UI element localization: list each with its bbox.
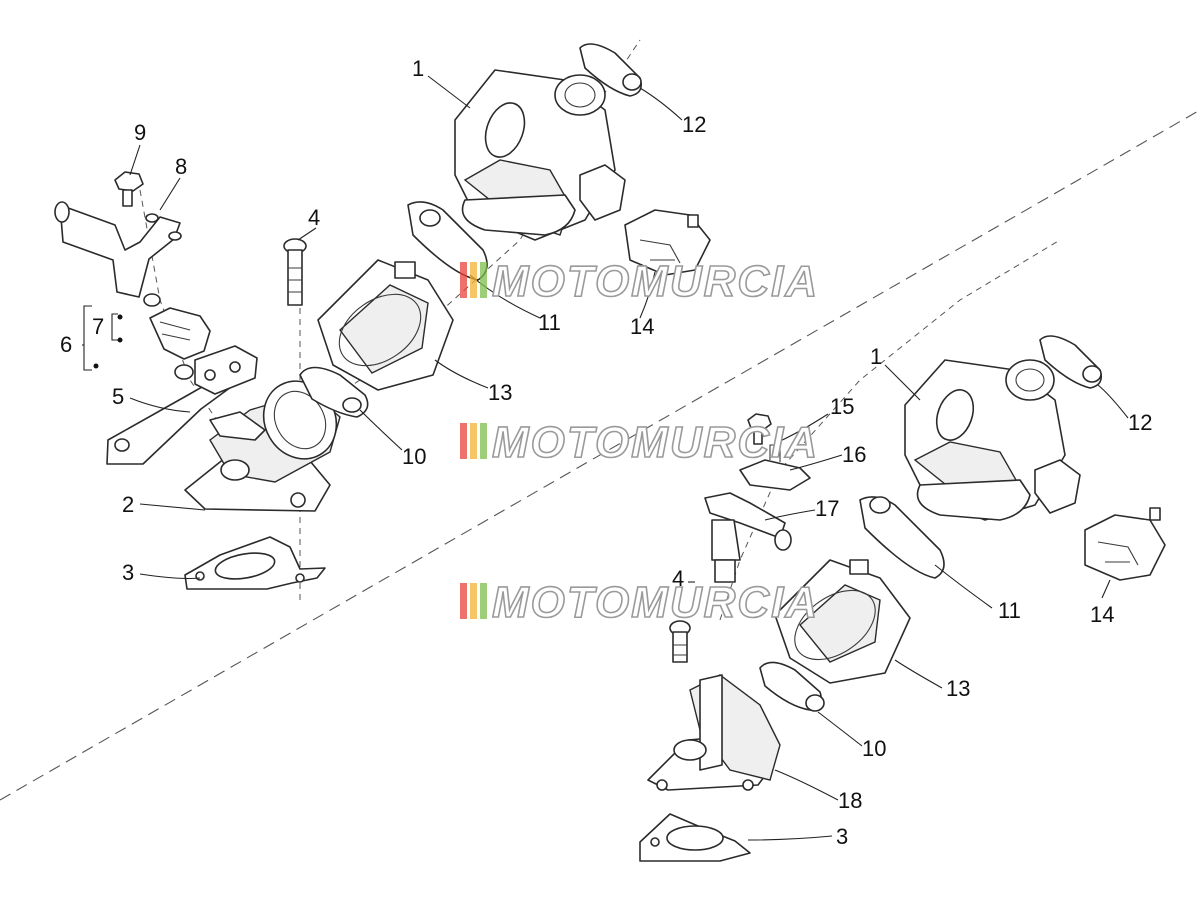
callout-labels: 1 9 8 4 7 6 5 2 3 10 11 13 12 14 1 12 15… <box>60 56 1152 849</box>
part-10-clamp-right <box>759 661 825 712</box>
callout-3-left: 3 <box>122 560 134 585</box>
callout-13-left: 13 <box>488 380 512 405</box>
watermark-text: MOTOMURCIA <box>492 418 819 467</box>
callout-4-right: 4 <box>672 566 684 591</box>
watermark-2: MOTOMURCIA <box>460 417 819 468</box>
watermark-text: MOTOMURCIA <box>492 257 819 306</box>
callout-14-left: 14 <box>630 314 654 339</box>
part-16-bracket <box>739 444 811 491</box>
part-13-adapter-right <box>774 559 911 684</box>
callout-1-left: 1 <box>412 56 424 81</box>
callout-12-left: 12 <box>682 112 706 137</box>
watermark-text: MOTOMURCIA <box>492 578 819 627</box>
callout-11-right: 11 <box>998 598 1021 623</box>
watermark-logo-icon <box>460 583 487 619</box>
callout-12-right: 12 <box>1128 410 1152 435</box>
part-4-screw <box>283 238 307 306</box>
callout-2-left: 2 <box>122 492 134 517</box>
callout-11-left: 11 <box>538 310 561 335</box>
part-12-clamp-right <box>1039 335 1103 389</box>
part-8-bracket <box>54 201 182 298</box>
callout-17-right: 17 <box>815 496 839 521</box>
callout-9-left: 9 <box>134 120 146 145</box>
callout-4-left: 4 <box>308 205 320 230</box>
part-3-gasket-right <box>639 813 751 862</box>
part-3-gasket <box>184 536 326 590</box>
watermark-logo-icon <box>460 262 487 298</box>
callout-10-right: 10 <box>862 736 886 761</box>
callout-6-left: 6 <box>60 332 72 357</box>
part-13-adapter <box>317 259 454 391</box>
part-4-screw-right <box>669 620 691 663</box>
part-11-clamp-right <box>859 496 945 579</box>
watermark-3: MOTOMURCIA <box>460 577 819 628</box>
part-5-plate <box>194 345 258 395</box>
part-5-arm <box>106 374 232 465</box>
callout-7-left: 7 <box>92 314 104 339</box>
part-15-bolt <box>747 413 772 445</box>
part-7-sensor <box>143 293 211 360</box>
callout-18-right: 18 <box>838 788 862 813</box>
watermark-1: MOTOMURCIA <box>460 256 819 307</box>
part-12-clamp <box>579 43 643 97</box>
part-14-cap-right <box>1084 507 1166 581</box>
part-1-throttle-body <box>454 69 626 241</box>
callout-1-right: 1 <box>870 344 882 369</box>
part-2-intake-manifold <box>184 380 341 512</box>
callout-13-right: 13 <box>946 676 970 701</box>
bracket-6-7 <box>83 305 118 371</box>
separator-dashed-line <box>0 109 1200 801</box>
leader-lines <box>82 75 1129 841</box>
part-9-bolt <box>114 171 144 207</box>
callout-8-left: 8 <box>175 154 187 179</box>
part-6-oring <box>174 364 194 380</box>
part-1-throttle-body-right <box>904 359 1081 521</box>
callout-10-left: 10 <box>402 444 426 469</box>
part-14-cap <box>624 209 711 276</box>
callout-15-right: 15 <box>830 394 854 419</box>
part-18-intake <box>647 674 781 791</box>
callout-5-left: 5 <box>112 384 124 409</box>
assembly-axis-right <box>719 239 1061 621</box>
callout-14-right: 14 <box>1090 602 1114 627</box>
callout-16-right: 16 <box>842 442 866 467</box>
watermark-logo-icon <box>460 423 487 459</box>
callout-3-right: 3 <box>836 824 848 849</box>
part-10-clamp <box>299 366 369 418</box>
part-17-injector <box>704 492 792 583</box>
